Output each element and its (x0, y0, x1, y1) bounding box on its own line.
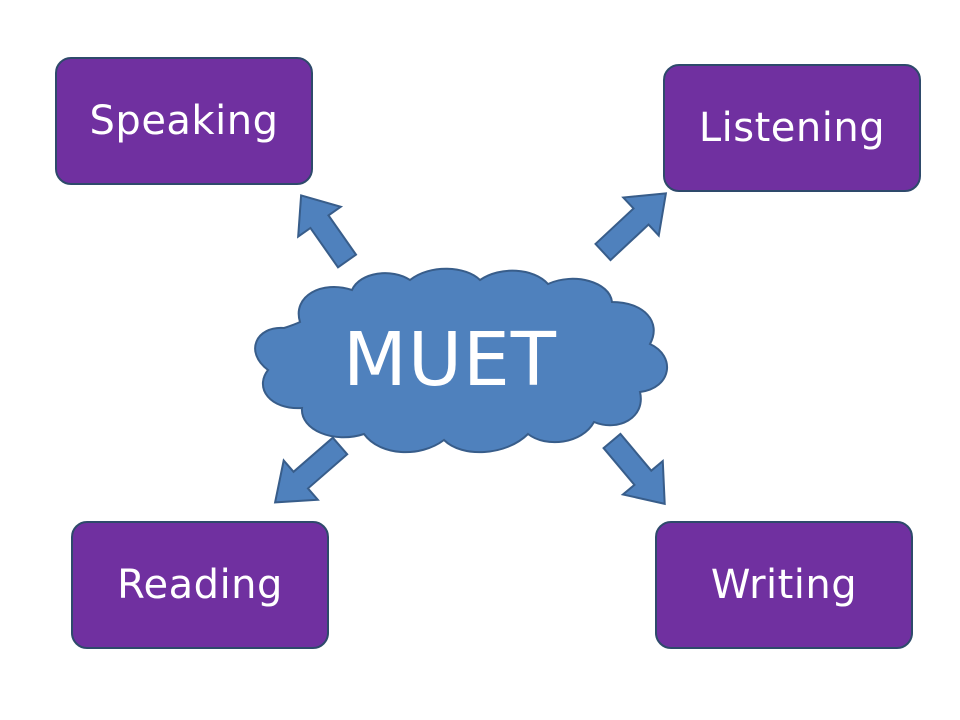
node-label: Reading (117, 562, 283, 608)
center-label: MUET (343, 317, 557, 403)
arrow-to-listening (594, 192, 668, 262)
node-listening: Listening (663, 64, 921, 192)
node-writing: Writing (655, 521, 913, 649)
node-label: Writing (710, 562, 858, 608)
node-label: Listening (698, 105, 886, 151)
node-speaking: Speaking (55, 57, 313, 185)
cloud-shape (254, 267, 668, 454)
arrow-to-speaking (297, 194, 358, 269)
arrow-to-writing (602, 432, 666, 506)
node-reading: Reading (71, 521, 329, 649)
arrow-to-reading (273, 436, 349, 504)
node-label: Speaking (89, 98, 279, 144)
